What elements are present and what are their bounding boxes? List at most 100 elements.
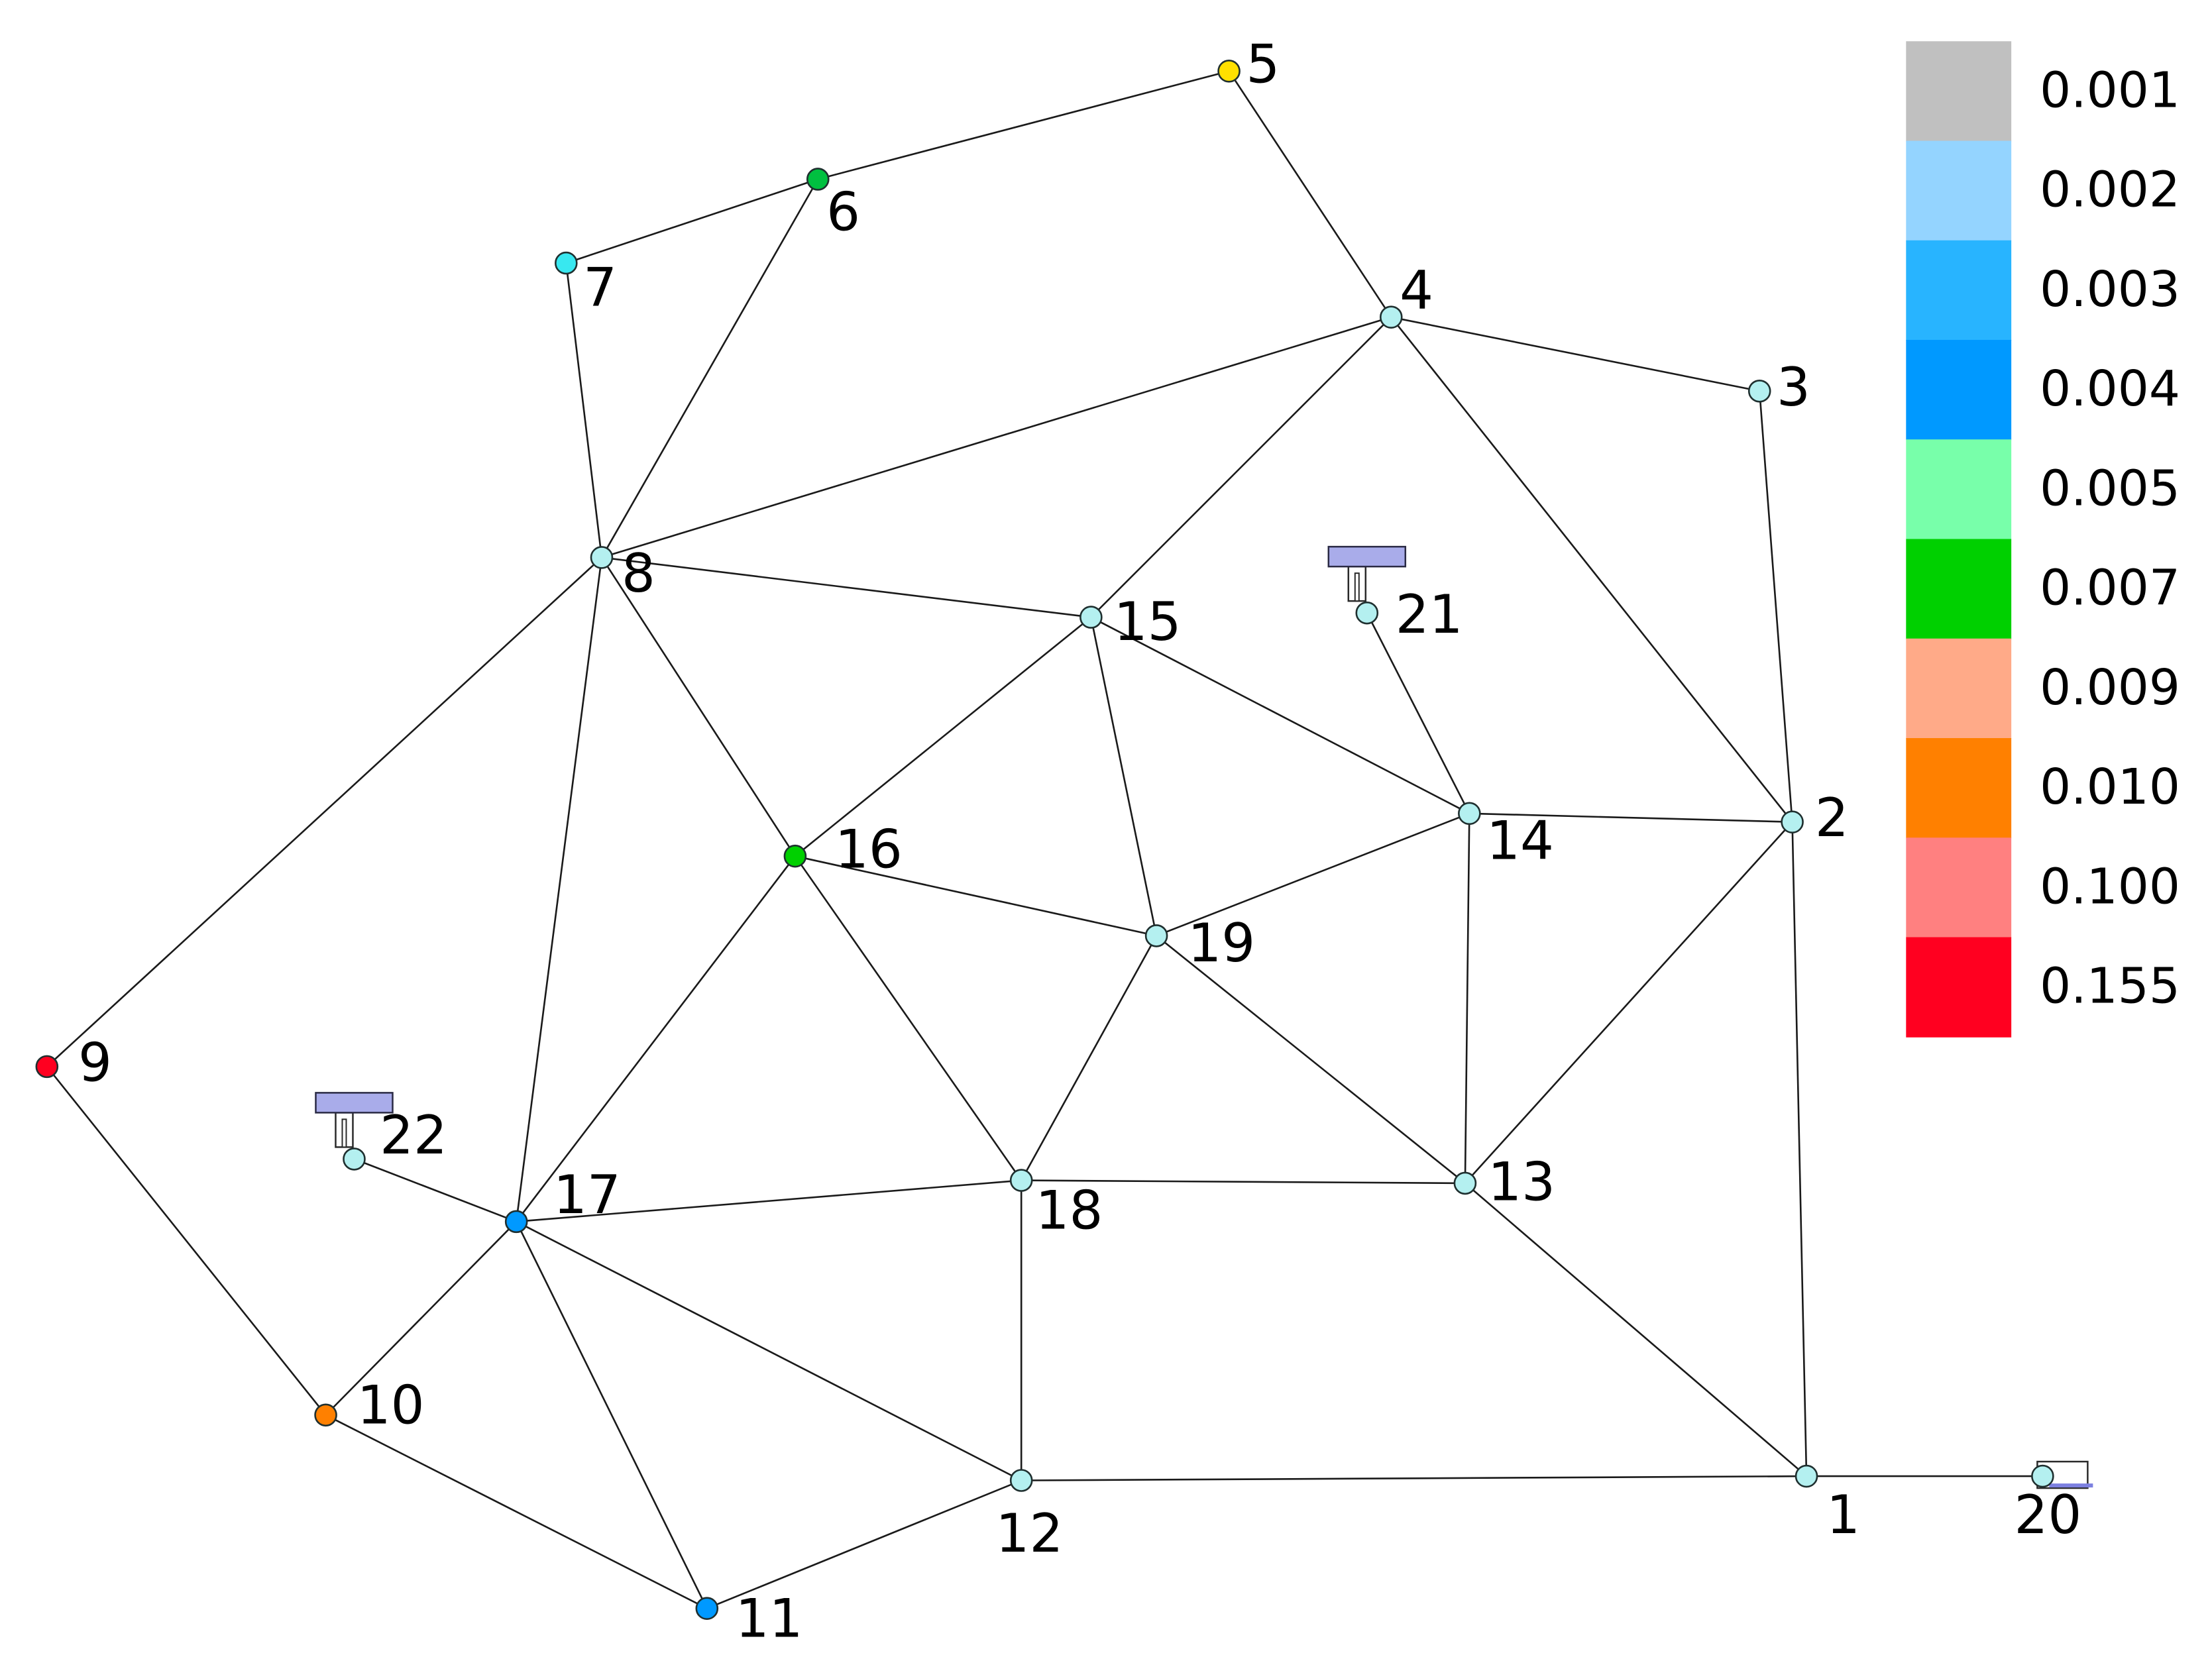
pipe-16-19 xyxy=(795,855,1157,937)
reservoir-symbols xyxy=(315,545,2093,1489)
legend-label-0.100: 0.100 xyxy=(2040,858,2180,915)
pipe-4-3 xyxy=(1391,316,1760,392)
legend-swatch-0.155 xyxy=(1906,937,2012,1038)
junction-node-6[interactable] xyxy=(806,168,830,191)
pipe-17-12 xyxy=(516,1220,1022,1481)
pipe-18-17 xyxy=(516,1179,1022,1223)
node-label-3: 3 xyxy=(1777,356,1810,418)
pipe-4-8 xyxy=(601,316,1392,559)
legend-swatch-0.002 xyxy=(1906,140,2012,241)
pipe-2-1 xyxy=(1791,822,1808,1477)
junction-node-20[interactable] xyxy=(2031,1464,2054,1488)
junction-node-1[interactable] xyxy=(1795,1464,1818,1488)
junction-node-11[interactable] xyxy=(695,1597,719,1620)
node-label-16: 16 xyxy=(835,818,903,880)
pipe-15-16 xyxy=(795,616,1092,857)
pipe-8-9 xyxy=(46,557,602,1067)
reservoir-icon-22 xyxy=(315,1092,394,1148)
pipe-18-13 xyxy=(1021,1179,1465,1185)
node-label-13: 13 xyxy=(1488,1151,1555,1213)
pipe-5-4 xyxy=(1228,70,1392,318)
pipe-10-11 xyxy=(325,1414,708,1609)
junction-node-8[interactable] xyxy=(590,546,614,569)
junction-node-7[interactable] xyxy=(555,251,578,275)
pipe-2-13 xyxy=(1464,821,1793,1184)
pipe-9-10 xyxy=(46,1066,327,1416)
pipe-14-2 xyxy=(1469,812,1793,823)
junction-node-13[interactable] xyxy=(1453,1171,1477,1195)
junction-node-16[interactable] xyxy=(783,844,807,868)
pipe-15-14 xyxy=(1090,616,1470,814)
node-label-6: 6 xyxy=(826,182,860,243)
pipe-13-1 xyxy=(1465,1182,1807,1477)
node-label-4: 4 xyxy=(1400,260,1433,321)
legend-swatch-0.009 xyxy=(1906,638,2012,739)
pipe-14-13 xyxy=(1464,813,1470,1183)
legend-label-0.001: 0.001 xyxy=(2040,62,2180,119)
junction-node-21[interactable] xyxy=(1355,601,1379,625)
node-label-1: 1 xyxy=(1826,1484,1860,1546)
node-label-9: 9 xyxy=(78,1032,112,1093)
junction-node-5[interactable] xyxy=(1217,60,1241,83)
legend-label-0.003: 0.003 xyxy=(2040,261,2180,318)
node-label-19: 19 xyxy=(1188,912,1255,974)
pipe-15-19 xyxy=(1090,617,1158,936)
junction-node-18[interactable] xyxy=(1009,1169,1033,1192)
legend-label-0.004: 0.004 xyxy=(2040,360,2180,417)
node-label-15: 15 xyxy=(1114,591,1182,653)
pipe-21-14 xyxy=(1366,612,1470,814)
node-label-22: 22 xyxy=(380,1104,447,1166)
junction-node-2[interactable] xyxy=(1781,810,1804,833)
legend-label-0.010: 0.010 xyxy=(2040,759,2180,816)
node-label-21: 21 xyxy=(1396,584,1463,645)
legend-label-0.155: 0.155 xyxy=(2040,958,2180,1015)
node-label-11: 11 xyxy=(736,1588,803,1650)
pipe-7-8 xyxy=(565,262,603,558)
legend-label-0.005: 0.005 xyxy=(2040,460,2180,517)
node-label-18: 18 xyxy=(1036,1180,1103,1242)
legend-swatch-0.003 xyxy=(1906,240,2012,341)
node-label-20: 20 xyxy=(2014,1484,2081,1546)
pipe-6-8 xyxy=(600,178,819,559)
legend-swatch-0.004 xyxy=(1906,340,2012,441)
node-label-14: 14 xyxy=(1486,810,1554,871)
junction-node-3[interactable] xyxy=(1747,379,1771,403)
legend-swatch-0.010 xyxy=(1906,738,2012,839)
junction-node-14[interactable] xyxy=(1458,802,1481,826)
pipe-11-12 xyxy=(706,1479,1022,1609)
pipe-8-17 xyxy=(515,557,603,1222)
pipe-8-16 xyxy=(600,557,796,857)
pipe-8-15 xyxy=(601,557,1091,618)
pipe-3-2 xyxy=(1758,391,1793,822)
legend-label-0.007: 0.007 xyxy=(2040,560,2180,617)
pipe-edges xyxy=(46,70,2043,1609)
junction-node-4[interactable] xyxy=(1379,305,1403,329)
legend-swatch-0.001 xyxy=(1906,41,2012,142)
junction-node-9[interactable] xyxy=(35,1055,59,1079)
junction-node-22[interactable] xyxy=(343,1148,366,1171)
node-label-5: 5 xyxy=(1246,33,1280,95)
pipe-17-11 xyxy=(516,1221,708,1609)
color-legend: 0.001 0.002 0.003 0.004 0.005 0.007 0.009 0.010… xyxy=(1906,41,2180,1038)
legend-swatch-0.100 xyxy=(1906,837,2012,938)
node-label-8: 8 xyxy=(622,543,655,604)
legend-label-0.009: 0.009 xyxy=(2040,659,2180,716)
pipe-16-17 xyxy=(516,855,796,1222)
junction-nodes xyxy=(35,60,2054,1620)
junction-node-10[interactable] xyxy=(314,1403,337,1427)
pipe-4-15 xyxy=(1090,316,1392,618)
legend-label-0.002: 0.002 xyxy=(2040,162,2180,219)
junction-node-12[interactable] xyxy=(1009,1469,1033,1492)
node-label-17: 17 xyxy=(553,1164,621,1226)
reservoir-icon-21 xyxy=(1327,545,1407,602)
pipe-5-6 xyxy=(817,70,1229,180)
junction-node-17[interactable] xyxy=(504,1210,528,1234)
pipe-4-2 xyxy=(1390,316,1793,823)
node-label-10: 10 xyxy=(357,1375,425,1436)
junction-node-19[interactable] xyxy=(1144,924,1168,947)
junction-node-15[interactable] xyxy=(1079,606,1103,629)
pipe-16-18 xyxy=(794,855,1023,1181)
